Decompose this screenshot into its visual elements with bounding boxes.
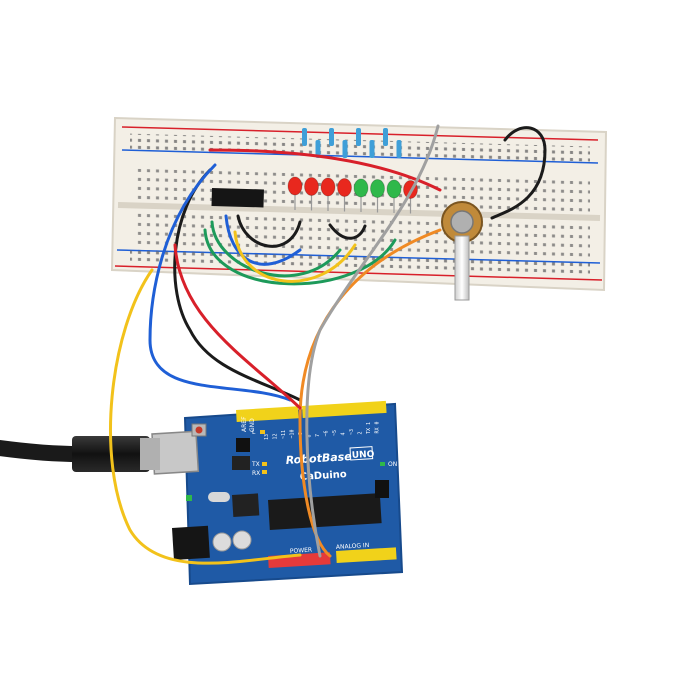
wire-blue-2 — [224, 214, 302, 266]
digital-header-right[interactable] — [301, 400, 387, 418]
resistor-8 — [396, 140, 402, 158]
jumper-wires — [109, 124, 547, 565]
wire-black-2 — [236, 214, 302, 248]
crystal — [208, 492, 230, 502]
wire-black-3 — [328, 223, 367, 240]
label-on: ON — [388, 461, 397, 468]
led-tx — [262, 462, 267, 466]
model-text: CaDuino — [300, 469, 348, 483]
led-on — [380, 462, 385, 466]
icsp-header-2 — [375, 480, 389, 498]
shift-register-ic — [211, 188, 264, 208]
wire-green-1 — [210, 220, 342, 278]
pin-label: ~10 — [290, 429, 296, 438]
wire-blue — [148, 163, 292, 402]
resistor-array — [302, 128, 402, 158]
wire-black-left — [173, 168, 302, 402]
resistor-3 — [329, 128, 334, 146]
pin-label: 13 — [264, 434, 270, 440]
led-l — [260, 430, 265, 434]
label-power: POWER — [290, 547, 313, 555]
led-7 — [386, 179, 402, 199]
wire-orange — [298, 228, 442, 558]
led-3 — [320, 177, 336, 197]
pin-label: 12 — [273, 433, 279, 439]
wire-yellow — [109, 268, 302, 565]
led-power-green — [186, 495, 192, 501]
resistor-6 — [369, 140, 375, 158]
led-array — [287, 176, 418, 214]
pin-label: TX 1 — [366, 422, 372, 434]
label-tx: TX — [251, 461, 260, 468]
resistor-7 — [383, 128, 388, 146]
resistor-1 — [302, 128, 307, 146]
pin-label: ~5 — [332, 430, 338, 436]
led-rx — [262, 470, 267, 474]
label-gnd: GND — [249, 418, 256, 432]
icsp-header-1 — [236, 438, 250, 452]
resistor-2 — [315, 140, 321, 158]
usb-cable — [0, 436, 160, 472]
resistor-4 — [342, 140, 348, 158]
potentiometer-shaft[interactable] — [454, 235, 470, 301]
wire-green-2 — [203, 228, 397, 286]
pin-label: 4 — [341, 432, 347, 435]
digital-header-left[interactable] — [236, 406, 299, 422]
regulator — [232, 456, 250, 470]
wire-red-2 — [173, 243, 302, 410]
led-6 — [370, 179, 385, 198]
label-analog: ANALOG IN — [336, 542, 370, 551]
uno-badge-text: UNO — [352, 450, 375, 461]
dc-power-jack[interactable] — [172, 525, 210, 560]
usb-chip — [232, 493, 260, 517]
pin-label: 8 — [307, 434, 313, 437]
wire-gray — [305, 124, 440, 558]
capacitor-2 — [232, 530, 252, 550]
pin-label: ~11 — [281, 430, 287, 439]
label-rx: RX — [252, 470, 260, 477]
led-5 — [353, 178, 369, 198]
pin-label: 2 — [358, 431, 364, 434]
pin-label: 7 — [315, 434, 321, 437]
wire-black-top — [490, 126, 547, 220]
pin-label: ~3 — [349, 429, 355, 435]
pin-label: ~6 — [324, 430, 330, 436]
label-aref: AREF — [241, 416, 248, 432]
atmega-chip — [268, 493, 382, 530]
wire-yellow-2 — [233, 230, 357, 283]
led-4 — [337, 178, 352, 197]
label-l: L — [252, 429, 256, 436]
led-1 — [287, 176, 303, 196]
analog-header[interactable] — [336, 547, 397, 563]
uno-badge — [349, 446, 374, 461]
potentiometer[interactable] — [441, 201, 483, 301]
capacitor-1 — [212, 532, 232, 552]
resistor-5 — [356, 128, 361, 146]
pin-label: RX 0 — [375, 421, 381, 433]
led-2 — [304, 177, 319, 196]
